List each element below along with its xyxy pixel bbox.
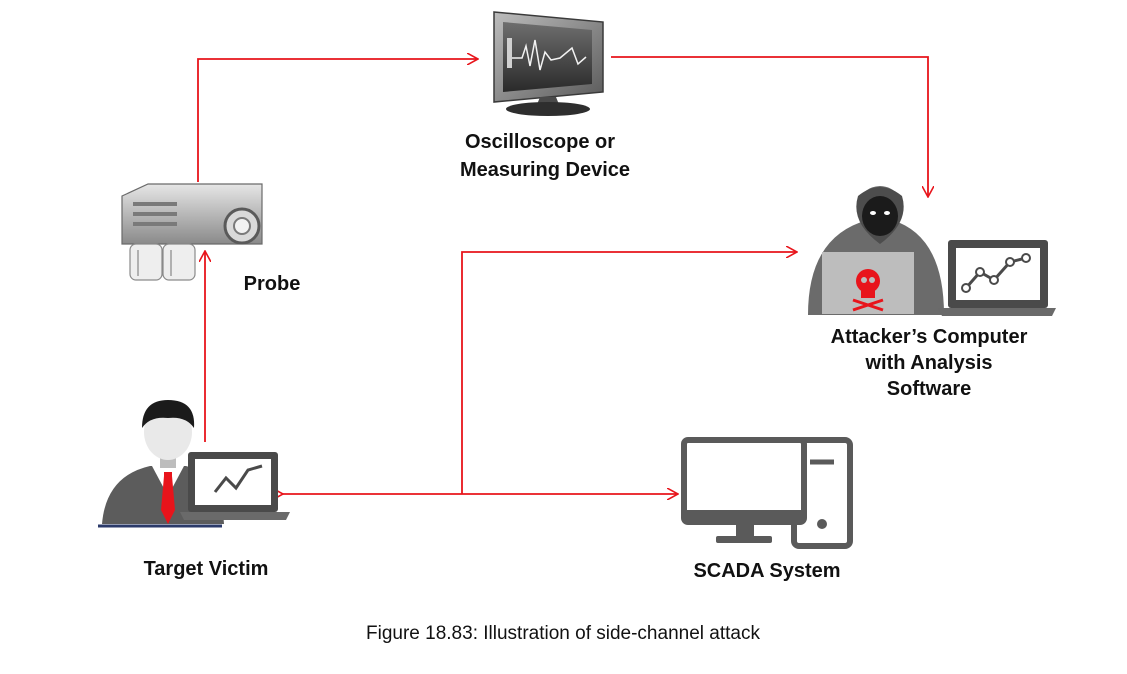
hooded-hacker-icon xyxy=(808,186,944,315)
probe-label: Probe xyxy=(244,273,301,295)
arrow-oscilloscope-to-attacker xyxy=(611,56,928,196)
scada-label: SCADA System xyxy=(693,560,840,582)
attacker-label-line2: with Analysis xyxy=(864,352,992,374)
oscilloscope-label-line2: Measuring Device xyxy=(460,159,630,181)
oscilloscope-monitor-icon xyxy=(493,11,604,116)
probe-device-icon xyxy=(121,183,263,281)
oscilloscope-label-line1: Oscilloscope or xyxy=(465,131,615,153)
arrow-probe-to-oscilloscope xyxy=(197,59,477,182)
analysis-laptop-icon xyxy=(938,240,1056,316)
figure-caption: Figure 18.83: Illustration of side-chann… xyxy=(366,623,760,644)
businessman-laptop-icon xyxy=(98,400,290,528)
attacker-label-line3: Software xyxy=(887,378,971,400)
attacker-label-line1: Attacker’s Computer xyxy=(831,326,1028,348)
arrow-victim-to-attacker xyxy=(461,252,796,494)
arrows xyxy=(197,56,928,494)
skull-icon xyxy=(852,269,884,312)
victim-label: Target Victim xyxy=(144,558,269,580)
desktop-computer-icon xyxy=(681,437,853,549)
